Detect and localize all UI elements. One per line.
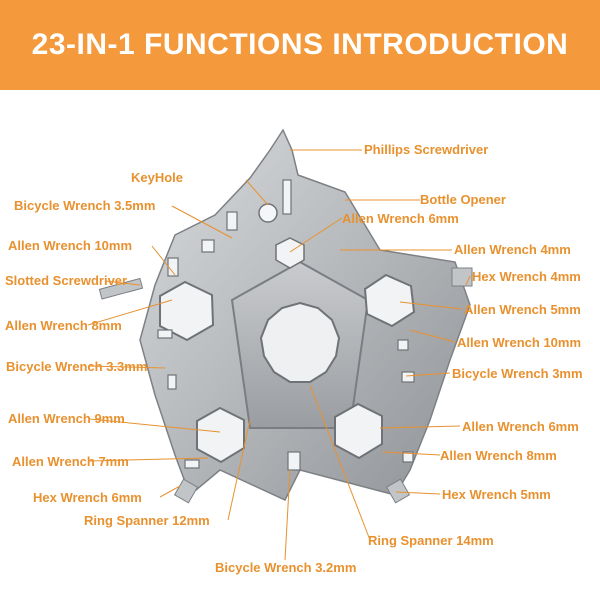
- allen-wrench-5mm-hole: [363, 273, 416, 328]
- hex-wrench-5mm-tip: [385, 478, 411, 504]
- leader-lines: [87, 149, 471, 561]
- title-banner: 23-IN-1 FUNCTIONS INTRODUCTION: [0, 0, 600, 90]
- multi-tool-diagram: [87, 128, 473, 561]
- keyhole: [258, 203, 278, 223]
- hex-wrench-4mm-tip: [451, 267, 473, 287]
- bicycle-wrench-notches: [157, 179, 415, 471]
- page-title: 23-IN-1 FUNCTIONS INTRODUCTION: [31, 28, 569, 61]
- allen-wrench-6mm-right-hole: [334, 402, 383, 460]
- ring-spanner-14mm-hole: [259, 301, 341, 383]
- allen-wrench-9mm-hole: [196, 406, 245, 464]
- allen-wrench-6mm-top-hole: [275, 237, 305, 269]
- allen-wrench-10mm-hole: [159, 280, 215, 342]
